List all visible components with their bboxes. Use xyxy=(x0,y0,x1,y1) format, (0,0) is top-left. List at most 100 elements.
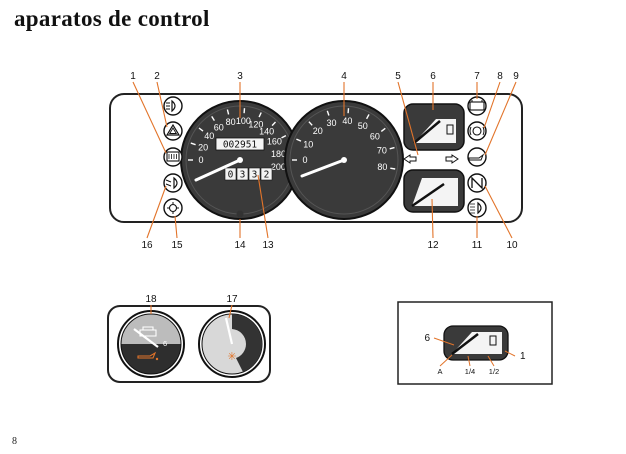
speed-scale-tick xyxy=(198,127,204,132)
oil-pressure-icon xyxy=(467,147,487,167)
speed-scale-label: 120 xyxy=(248,119,263,129)
speed-needle xyxy=(194,158,242,182)
callout-number: 7 xyxy=(474,71,480,82)
callout-number: 17 xyxy=(226,294,238,305)
page-title: aparatos de control xyxy=(14,6,210,31)
left-warning-lights xyxy=(163,96,183,218)
choke-warning-icon xyxy=(467,173,487,193)
page-number: 8 xyxy=(12,436,17,447)
callout-number: 8 xyxy=(497,71,503,82)
rpm-scale-label: 0 xyxy=(302,155,307,165)
oil-can-icon xyxy=(137,351,157,359)
detail-label: 1/2 xyxy=(489,367,499,376)
rpm-scale-tick xyxy=(326,110,330,116)
rpm-scale-label: 40 xyxy=(342,116,352,126)
rpm-scale-label: 50 xyxy=(358,121,368,131)
sidelight-icon xyxy=(163,198,183,218)
rpm-scale-tick xyxy=(380,127,386,132)
speed-scale-tick xyxy=(190,142,196,146)
right-warning-lights xyxy=(467,96,487,218)
aux-callout-lines xyxy=(150,304,233,319)
headlight-dipped-icon xyxy=(163,173,183,193)
speed-scale-tick xyxy=(271,121,277,127)
callout-number: 14 xyxy=(234,240,246,251)
main-beam-icon xyxy=(467,198,487,218)
rpm-scale-tick xyxy=(308,121,313,126)
callout-number: 12 xyxy=(427,240,439,251)
coolant-temperature-window xyxy=(403,169,465,213)
speed-scale-label: 140 xyxy=(259,127,274,137)
speed-scale-tick xyxy=(211,116,215,121)
fuel-level-window xyxy=(403,103,465,151)
speed-scale-label: 180 xyxy=(271,149,286,159)
rear-window-heater-icon xyxy=(163,147,183,167)
trip-reset-knob xyxy=(236,210,244,218)
direction-indicator-lights xyxy=(403,154,459,164)
speed-scale-label: 0 xyxy=(198,155,203,165)
callout-number: 9 xyxy=(513,71,519,82)
callout-number: 13 xyxy=(262,240,274,251)
rpm-scale-tick xyxy=(296,138,302,142)
callout-lines xyxy=(132,81,517,239)
speed-scale-label: 20 xyxy=(198,142,208,152)
callout-numbers-bottom: 16 15 14 13 12 11 10 xyxy=(141,240,518,251)
speed-scale-tick xyxy=(258,112,262,118)
callout-number: 10 xyxy=(506,240,518,251)
callout-number: 1 xyxy=(130,71,136,82)
rpm-scale-label: 80 xyxy=(377,162,387,172)
hazard-warning-icon xyxy=(163,121,183,141)
callout-number: 15 xyxy=(171,240,183,251)
speed-scale-tick xyxy=(226,109,230,115)
rpm-scale-label: 60 xyxy=(370,131,380,141)
rpm-scale-tick xyxy=(390,167,396,170)
callout-number: 3 xyxy=(237,71,243,82)
odometer-reading: 002951 xyxy=(223,140,258,151)
speed-scale-label: 100 xyxy=(236,116,251,126)
rpm-scale-label: 20 xyxy=(313,126,323,136)
svg-text:6: 6 xyxy=(163,339,167,348)
auxiliary-gauges: 6 ✳ 18 17 xyxy=(107,294,271,383)
odometer-window xyxy=(215,137,265,151)
callout-number: 4 xyxy=(341,71,347,82)
detail-label: 1/4 xyxy=(465,367,475,376)
trip-digit: 3 xyxy=(240,170,246,181)
detail-label: A xyxy=(437,367,442,376)
callout-number: 18 xyxy=(145,294,157,305)
trip-digit: 3 xyxy=(252,170,258,181)
detail-callout-lines xyxy=(433,337,516,367)
rpm-scale-tick xyxy=(365,114,370,120)
callout-number: 11 xyxy=(472,240,483,251)
brake-warning-icon xyxy=(467,121,487,141)
callout-number: 5 xyxy=(395,71,401,82)
rpm-scale-label: 30 xyxy=(326,118,336,128)
tach-needle xyxy=(300,158,346,178)
fuel-gauge-detail: 6 1 A 1/4 1/2 xyxy=(397,301,553,385)
rpm-scale-label: 10 xyxy=(303,139,313,149)
callout-number: 1 xyxy=(520,351,526,362)
coolant-gauge: ✳ xyxy=(198,310,266,378)
speed-scale-label: 200 xyxy=(271,162,286,172)
rpm-scale-tick xyxy=(389,146,395,150)
battery-charge-icon xyxy=(467,96,487,116)
rpm-scale-label: 70 xyxy=(377,146,387,156)
speed-scale-label: 160 xyxy=(267,137,282,147)
front-fog-light-icon xyxy=(163,96,183,116)
trip-digit: 2 xyxy=(264,170,270,181)
callout-number: 2 xyxy=(154,71,160,82)
speed-scale-label: 60 xyxy=(214,122,224,132)
callout-number: 6 xyxy=(430,71,436,82)
speed-scale-label: 40 xyxy=(204,131,214,141)
snowflake-icon: ✳ xyxy=(227,350,236,363)
speed-scale-tick xyxy=(281,134,287,139)
callout-number: 16 xyxy=(141,240,153,251)
trip-counter: 0 3 3 2 xyxy=(224,167,273,181)
callout-numbers-top: 1 2 3 4 5 6 7 8 9 xyxy=(130,71,519,82)
oil-level-gauge: 6 xyxy=(117,310,185,378)
speed-scale-label: 80 xyxy=(226,117,236,127)
trip-digit: 0 xyxy=(228,170,234,181)
callout-number: 6 xyxy=(424,333,430,344)
